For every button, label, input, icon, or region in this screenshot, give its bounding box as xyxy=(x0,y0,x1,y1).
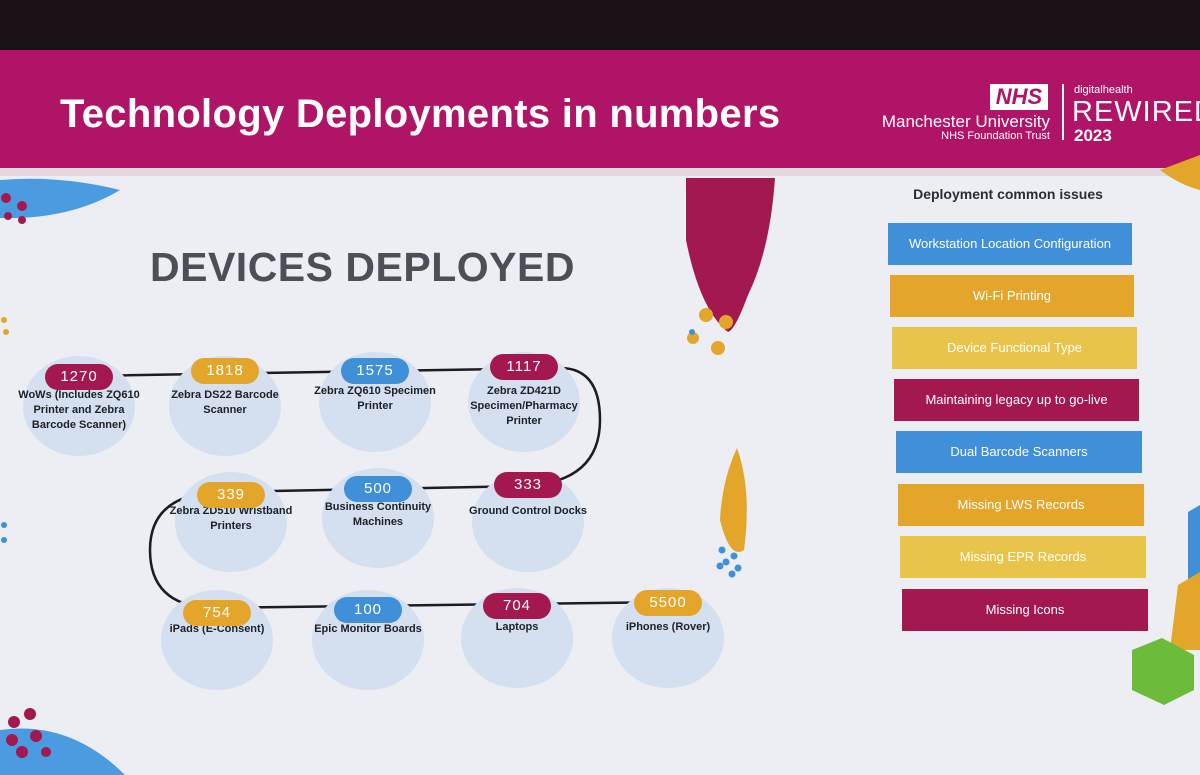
trust-name: Manchester University xyxy=(881,112,1050,131)
device-label: Zebra ZD421D Specimen/Pharmacy Printer xyxy=(470,385,578,427)
issue-item: Missing Icons xyxy=(902,589,1148,631)
logo-divider xyxy=(1062,84,1064,140)
device-count-badge: 5500 xyxy=(634,590,702,616)
device-label: Ground Control Docks xyxy=(469,505,587,517)
decorative-shapes xyxy=(0,155,1200,775)
slide: Technology Deployments in numbers NHS Ma… xyxy=(0,50,1200,775)
title-banner: Technology Deployments in numbers NHS Ma… xyxy=(0,50,1200,168)
device-label: Zebra ZD510 Wristband Printers xyxy=(169,505,293,532)
device-count-badge: 339 xyxy=(197,482,265,508)
issues-heading: Deployment common issues xyxy=(913,186,1103,202)
device-count-badge: 704 xyxy=(483,593,551,619)
slide-title: Technology Deployments in numbers xyxy=(60,92,781,136)
issue-item: Missing EPR Records xyxy=(900,536,1146,578)
issue-item: Dual Barcode Scanners xyxy=(896,431,1142,473)
device-count-badge: 754 xyxy=(183,600,251,626)
device-count-badge: 500 xyxy=(344,476,412,502)
device-label: WoWs (Includes ZQ610 Printer and Zebra B… xyxy=(18,389,140,431)
device-label: Zebra DS22 Barcode Scanner xyxy=(171,389,279,416)
device-count-badge: 1117 xyxy=(490,354,558,380)
device-label: Business Continuity Machines xyxy=(324,501,432,528)
issue-item: Wi-Fi Printing xyxy=(890,275,1134,317)
banner-divider xyxy=(0,168,1200,176)
issue-item: Device Functional Type xyxy=(892,327,1137,369)
device-count-badge: 333 xyxy=(494,472,562,498)
device-count-badge: 1818 xyxy=(191,358,259,384)
device-count-badge: 100 xyxy=(334,597,402,623)
nhs-logo: NHS xyxy=(990,84,1048,110)
device-label: Laptops xyxy=(495,621,539,633)
device-label: Epic Monitor Boards xyxy=(314,623,422,635)
trust-subtitle: NHS Foundation Trust xyxy=(941,130,1050,142)
event-logo: REWIRED xyxy=(1072,96,1200,128)
event-year: 2023 xyxy=(1074,126,1112,145)
issue-item: Missing LWS Records xyxy=(898,484,1144,526)
device-label: Zebra ZQ610 Specimen Printer xyxy=(314,385,436,412)
device-label: iPads (E-Consent) xyxy=(169,623,265,635)
device-count-badge: 1575 xyxy=(341,358,409,384)
issue-item: Workstation Location Configuration xyxy=(888,223,1132,265)
device-label: iPhones (Rover) xyxy=(625,621,711,633)
event-brand-small: digitalhealth xyxy=(1074,84,1133,96)
devices-heading: DEVICES DEPLOYED xyxy=(150,244,575,290)
issue-item: Maintaining legacy up to go-live xyxy=(894,379,1139,421)
device-count-badge: 1270 xyxy=(45,364,113,390)
